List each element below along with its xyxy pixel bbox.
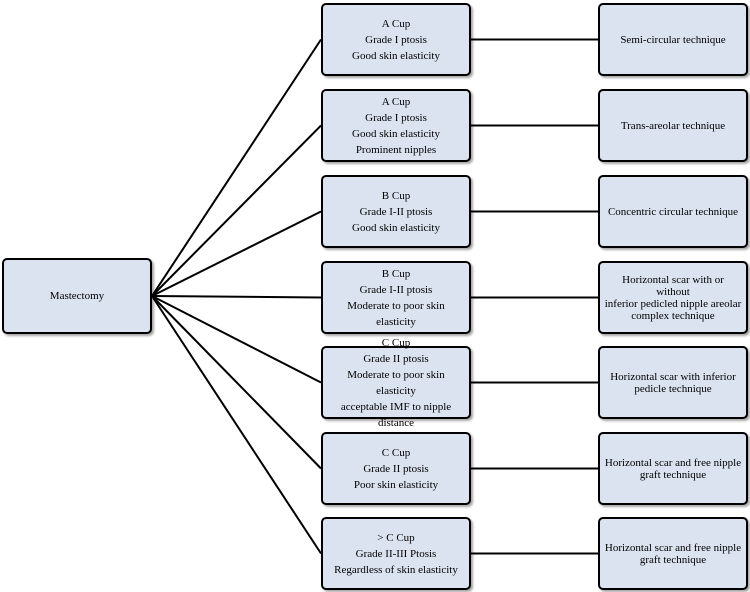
- technique-node-4-line: Horizontal scar with or without: [622, 273, 724, 298]
- criteria-node-2-line: Good skin elasticity: [352, 127, 440, 140]
- technique-node-6-line: graft technique: [639, 468, 707, 481]
- criteria-node-3-line: Good skin elasticity: [352, 221, 440, 234]
- connector-root-to-criteria-7: [151, 295, 322, 555]
- connector-root-to-criteria-3: [151, 210, 322, 297]
- criteria-node-5-line: distance: [377, 416, 415, 429]
- criteria-node-3-line: B Cup: [381, 189, 411, 202]
- criteria-node-6-line: Poor skin elasticity: [353, 478, 439, 491]
- criteria-node-7-line: Grade II-III Ptosis: [355, 547, 437, 560]
- criteria-node-1-line: Grade I ptosis: [365, 33, 427, 46]
- criteria-node-1-line: A Cup: [381, 17, 411, 30]
- criteria-node-5-line: acceptable IMF to nipple: [340, 400, 452, 413]
- technique-node-3: Concentric circular technique: [598, 175, 748, 248]
- criteria-node-1-line: Good skin elasticity: [352, 49, 440, 62]
- criteria-node-5-line: Moderate to poor skin elasticity: [347, 368, 445, 397]
- technique-node-5-line: Horizontal scar with inferior: [610, 370, 736, 383]
- technique-node-7-line: graft technique: [639, 553, 707, 566]
- criteria-node-3-line: Grade I-II ptosis: [359, 205, 433, 218]
- criteria-node-5-line: C Cup: [381, 336, 411, 349]
- criteria-node-4-line: Moderate to poor skin elasticity: [347, 299, 445, 328]
- technique-node-7-line: Horizontal scar and free nipple: [604, 541, 742, 554]
- technique-node-2: Trans-areolar technique: [598, 89, 748, 162]
- criteria-node-4-line: B Cup: [381, 267, 411, 280]
- connector-root-to-criteria-6: [151, 295, 322, 470]
- technique-node-4-line: inferior pedicled nipple areolar: [604, 297, 742, 310]
- criteria-node-7-line: > C Cup: [377, 531, 415, 544]
- criteria-node-6-line: Grade II ptosis: [363, 462, 429, 475]
- technique-node-1-line: Semi-circular technique: [620, 33, 726, 46]
- technique-node-2-line: Trans-areolar technique: [620, 119, 726, 132]
- connector-root-to-criteria-2: [151, 124, 322, 297]
- connector-root-to-criteria-1: [151, 38, 322, 297]
- criteria-node-2-line: Prominent nipples: [355, 143, 437, 156]
- criteria-node-2-line: A Cup: [381, 95, 411, 108]
- technique-node-5-line: pedicle technique: [634, 382, 712, 395]
- criteria-node-2-line: Grade I ptosis: [365, 111, 427, 124]
- technique-node-4-line: complex technique: [631, 309, 715, 322]
- criteria-node-6-line: C Cup: [381, 446, 411, 459]
- connector-root-to-criteria-5: [151, 295, 322, 384]
- root-label: Mastectomy: [49, 290, 105, 302]
- technique-node-1: Semi-circular technique: [598, 3, 748, 76]
- technique-node-3-line: Concentric circular technique: [607, 205, 739, 218]
- criteria-node-5-line: Grade II ptosis: [363, 352, 429, 365]
- technique-node-6-line: Horizontal scar and free nipple: [604, 456, 742, 469]
- criteria-node-7-line: Regardless of skin elasticity: [334, 563, 458, 576]
- criteria-node-4-line: Grade I-II ptosis: [359, 283, 433, 296]
- connector-root-to-criteria-4: [151, 295, 322, 299]
- root-node-mastectomy: Mastectomy: [2, 258, 152, 334]
